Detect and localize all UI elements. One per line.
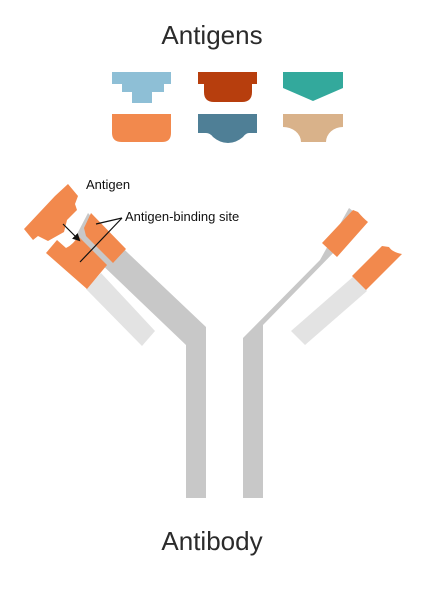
heavy-chain-right-variable: [322, 210, 368, 257]
light-chain-right-variable: [352, 246, 402, 290]
antigen-rust: [198, 72, 257, 102]
antigen-orange: [112, 114, 171, 142]
heavy-chain-right: [243, 208, 362, 498]
antigen-teal: [283, 72, 343, 101]
leader-binding-upper: [95, 217, 123, 225]
light-chain-left-variable: [46, 236, 107, 289]
heavy-chain-left-variable: [84, 213, 126, 263]
bound-antigen: [24, 184, 78, 241]
antigens-title: Antigens: [161, 20, 263, 50]
antigen-binding-site-label: Antigen-binding site: [125, 209, 240, 224]
antibody-title: Antibody: [161, 526, 263, 556]
antigen-label: Antigen: [86, 177, 131, 192]
light-chain-left-constant: [86, 273, 155, 346]
antigen-light-blue: [112, 72, 171, 103]
antigen-tan: [283, 114, 343, 142]
light-chain-right-constant: [291, 276, 367, 345]
heavy-chain-left: [76, 213, 206, 498]
arrow-antigen: [62, 223, 81, 242]
leader-binding-lower: [79, 217, 123, 263]
antigen-slate-blue: [198, 114, 257, 143]
